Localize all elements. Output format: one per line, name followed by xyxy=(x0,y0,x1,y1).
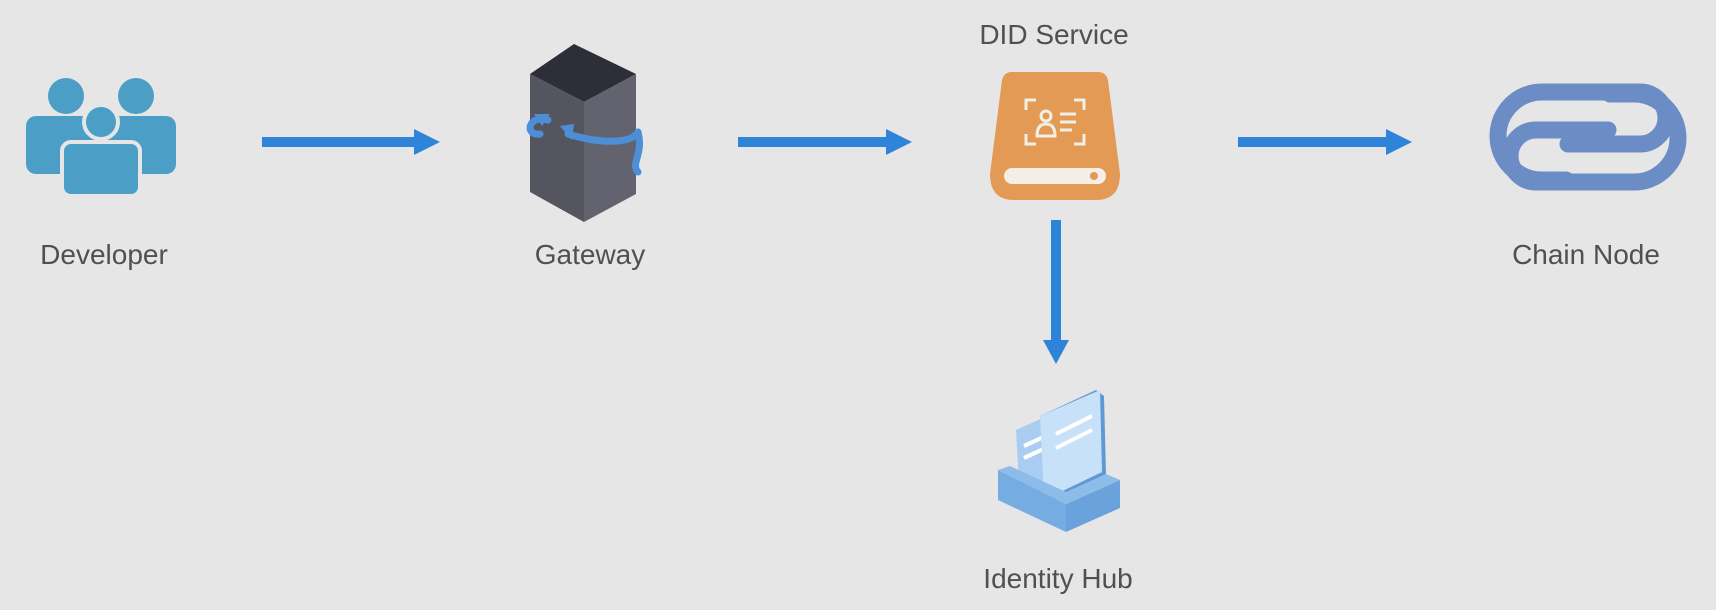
document-tray-icon xyxy=(998,390,1120,532)
arrow-developer-to-gateway xyxy=(262,129,440,155)
identity-hub-label: Identity Hub xyxy=(983,563,1133,594)
chain-link-icon xyxy=(1489,83,1687,191)
gateway-label: Gateway xyxy=(534,239,646,270)
developer-label: Developer xyxy=(40,239,168,270)
users-icon xyxy=(26,78,176,196)
arrow-gateway-to-did-service xyxy=(738,129,912,155)
did-service-label: DID Service xyxy=(979,19,1129,50)
arrow-did-service-to-chain-node xyxy=(1238,129,1412,155)
arrow-did-service-to-identity-hub xyxy=(1043,220,1069,364)
server-icon xyxy=(526,44,643,222)
chain-node-label: Chain Node xyxy=(1512,239,1660,270)
id-card-drive-icon xyxy=(990,72,1120,200)
